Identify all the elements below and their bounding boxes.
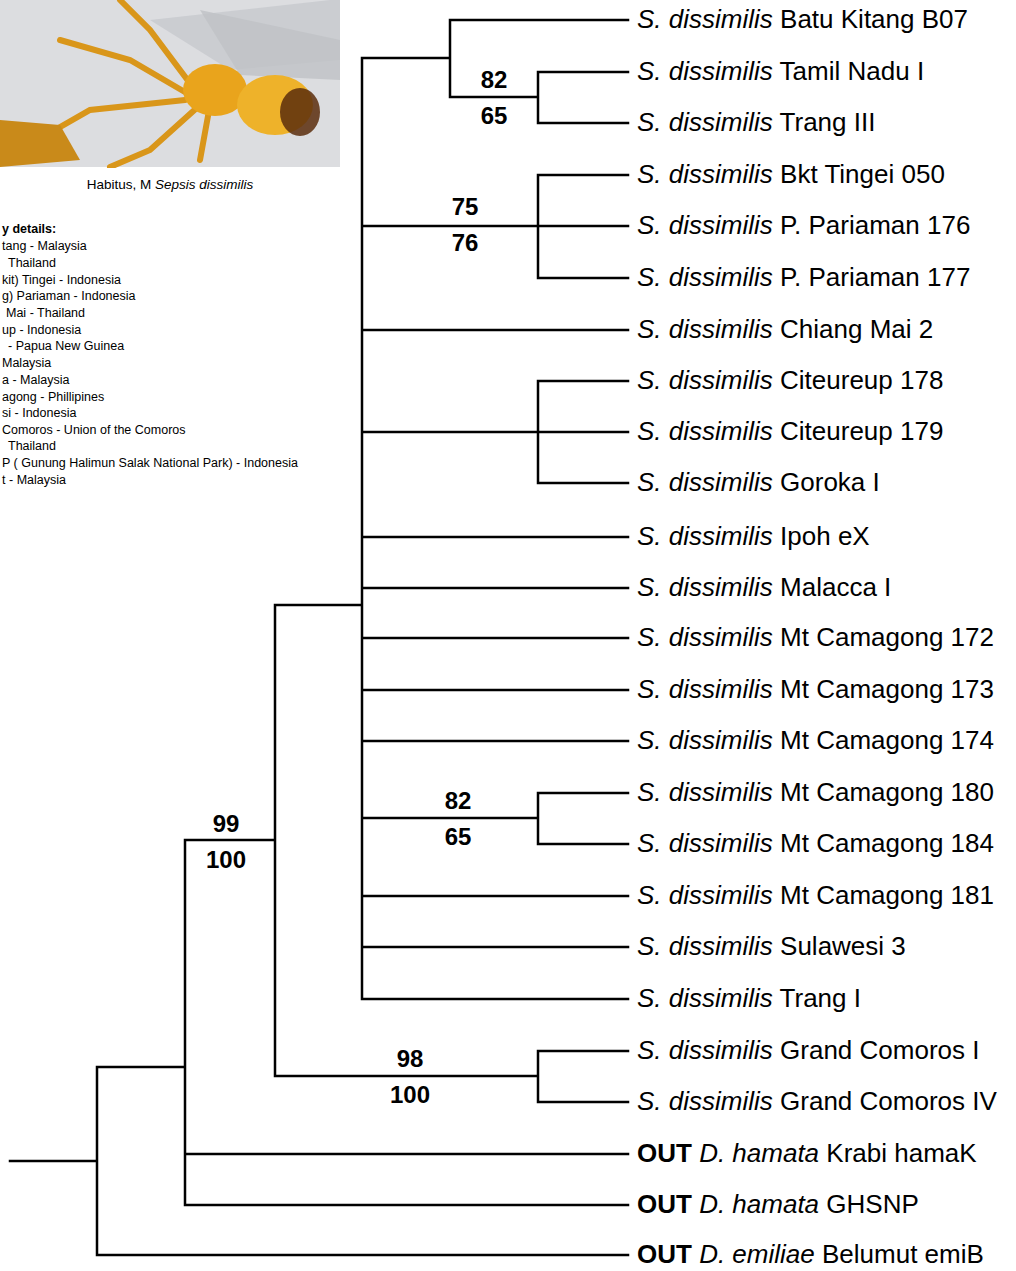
taxon-label: S. dissimilis Mt Camagong 184	[637, 829, 994, 859]
taxon-label: S. dissimilis Trang III	[637, 108, 875, 138]
head-part	[0, 120, 80, 167]
tree-branches	[10, 20, 628, 1255]
taxon-label: S. dissimilis Citeureup 179	[637, 417, 943, 447]
locality-legend: agong - Phillipines	[2, 390, 104, 404]
locality-legend: kit) Tingei - Indonesia	[2, 273, 121, 287]
locality-legend: Mai - Thailand	[6, 306, 85, 320]
locality-legend: t - Malaysia	[2, 473, 66, 487]
taxon-label: OUT D. hamata Krabi hamaK	[637, 1139, 977, 1169]
taxon-label: S. dissimilis Grand Comoros IV	[637, 1087, 997, 1117]
taxon-label: S. dissimilis Chiang Mai 2	[637, 315, 933, 345]
locality-legend: P ( Gunung Halimun Salak National Park) …	[2, 456, 298, 470]
taxon-label: OUT D. emiliae Belumut emiB	[637, 1240, 984, 1270]
taxon-label: S. dissimilis Malacca I	[637, 573, 891, 603]
locality-legend: Malaysia	[2, 356, 51, 370]
taxon-label: S. dissimilis Goroka I	[637, 468, 880, 498]
support-value: 100	[390, 1081, 430, 1109]
taxon-label: S. dissimilis Ipoh eX	[637, 522, 870, 552]
support-value: 100	[206, 846, 246, 874]
taxon-label: OUT D. hamata GHSNP	[637, 1190, 919, 1220]
locality-legend: g) Pariaman - Indonesia	[2, 289, 135, 303]
support-value: 65	[481, 102, 508, 130]
taxon-label: S. dissimilis Bkt Tingei 050	[637, 160, 945, 190]
support-value: 82	[481, 66, 508, 94]
locality-legend: - Papua New Guinea	[8, 339, 124, 353]
taxon-label: S. dissimilis Mt Camagong 172	[637, 623, 994, 653]
locality-legend: Thailand	[8, 439, 56, 453]
taxon-label: S. dissimilis Mt Camagong 174	[637, 726, 994, 756]
taxon-label: S. dissimilis Mt Camagong 180	[637, 778, 994, 808]
locality-legend: tang - Malaysia	[2, 239, 87, 253]
taxon-label: S. dissimilis P. Pariaman 177	[637, 263, 970, 293]
support-value: 99	[213, 810, 240, 838]
support-value: 75	[452, 193, 479, 221]
locality-legend: si - Indonesia	[2, 406, 76, 420]
support-value: 76	[452, 229, 479, 257]
locality-legend: y details:	[2, 222, 56, 236]
locality-legend: up - Indonesia	[2, 323, 81, 337]
taxon-label: S. dissimilis P. Pariaman 176	[637, 211, 970, 241]
support-value: 65	[445, 823, 472, 851]
locality-legend: a - Malaysia	[2, 373, 69, 387]
photo-caption: Habitus, M Sepsis dissimilis	[87, 177, 254, 193]
abdomen-tip	[280, 88, 320, 136]
taxon-label: S. dissimilis Mt Camagong 173	[637, 675, 994, 705]
taxon-label: S. dissimilis Mt Camagong 181	[637, 881, 994, 911]
photo-ground	[0, 0, 340, 167]
taxon-label: S. dissimilis Batu Kitang B07	[637, 5, 968, 35]
support-value: 98	[397, 1045, 424, 1073]
taxon-label: S. dissimilis Trang I	[637, 984, 861, 1014]
taxon-label: S. dissimilis Citeureup 178	[637, 366, 943, 396]
taxon-label: S. dissimilis Grand Comoros I	[637, 1036, 980, 1066]
habitus-photo	[0, 0, 340, 168]
locality-legend: Comoros - Union of the Comoros	[2, 423, 186, 437]
locality-legend: Thailand	[8, 256, 56, 270]
support-value: 82	[445, 787, 472, 815]
taxon-label: S. dissimilis Tamil Nadu I	[637, 57, 924, 87]
taxon-label: S. dissimilis Sulawesi 3	[637, 932, 906, 962]
